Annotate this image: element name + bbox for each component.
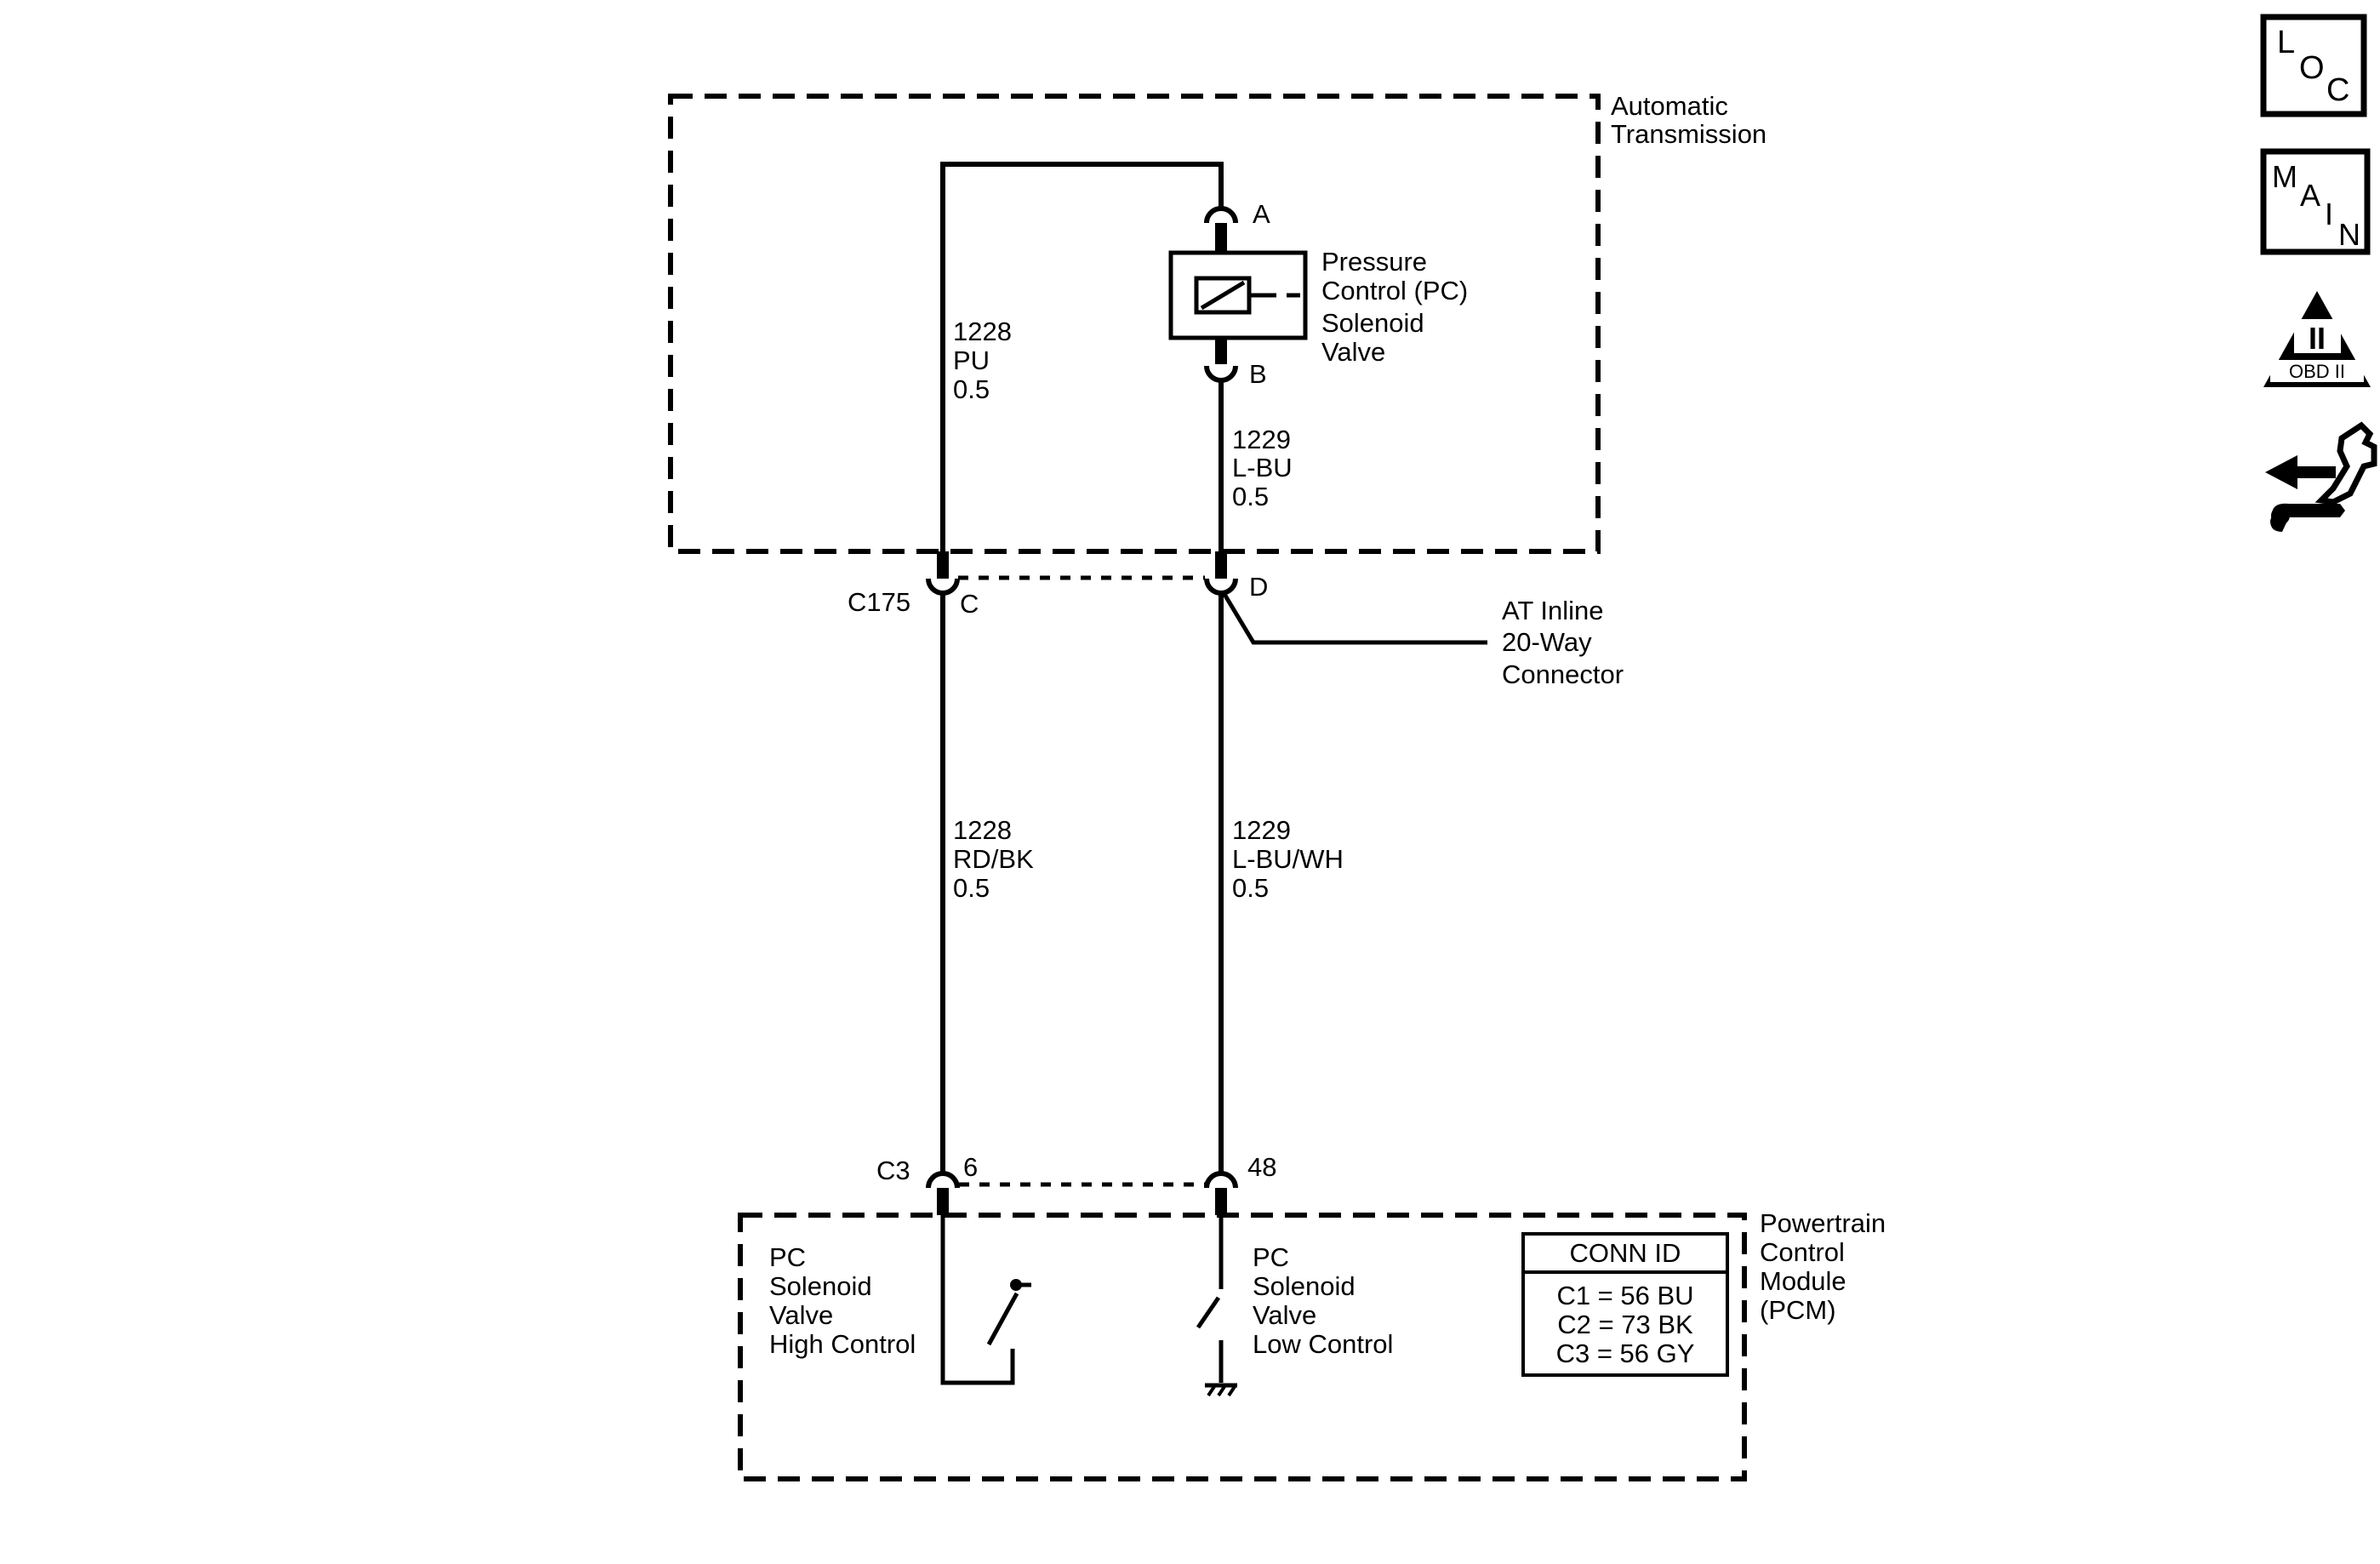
high-control-switch-contact xyxy=(1010,1279,1022,1291)
high-control-switch-arm xyxy=(986,1292,1019,1346)
wrench-arrow-icon xyxy=(2265,421,2377,532)
loc-letter-l: L xyxy=(2277,25,2295,60)
pcm-label-2: Control xyxy=(1760,1237,1845,1267)
wire-1229-bottom-size: 0.5 xyxy=(1232,873,1269,903)
pin-b-cup xyxy=(1204,365,1238,383)
main-icon xyxy=(2260,148,2371,255)
pc-solenoid-label-2: Control (PC) xyxy=(1321,276,1468,305)
wire-1228-top-color: PU xyxy=(953,345,990,375)
pc-solenoid-label-3: Solenoid xyxy=(1321,308,1424,338)
pcm-boundary xyxy=(738,1213,1747,1481)
low-control-label-4: Low Control xyxy=(1253,1329,1393,1359)
pc-solenoid-label-4: Valve xyxy=(1321,337,1385,367)
solenoid-coil-slash xyxy=(1200,280,1246,311)
loc-icon xyxy=(2260,14,2367,117)
pc-solenoid-label-1: Pressure xyxy=(1321,247,1427,277)
obd-numeral-box xyxy=(2294,319,2341,353)
conn-id-c2: C2 = 73 BK xyxy=(1557,1310,1693,1339)
conn-id-c3: C3 = 56 GY xyxy=(1556,1339,1695,1368)
wire-1228-pu xyxy=(940,162,1224,551)
automatic-transmission-label-2: Transmission xyxy=(1611,119,1766,149)
ground-icon xyxy=(1205,1383,1237,1397)
wire-1228-top-size: 0.5 xyxy=(953,374,990,404)
wire-1229-bottom-color: L-BU/WH xyxy=(1232,844,1344,874)
high-control-label-1: PC xyxy=(769,1242,806,1272)
c175-label: C175 xyxy=(848,587,910,617)
loc-nav-button[interactable]: L O C xyxy=(2260,14,2367,117)
c175-pin-c-cup xyxy=(926,578,960,596)
c175-pin-d-cup xyxy=(1204,578,1238,596)
wire-1228-bottom-size: 0.5 xyxy=(953,873,990,903)
pcm-label-3: Module xyxy=(1760,1266,1846,1296)
pcm-label-4: (PCM) xyxy=(1760,1295,1836,1325)
obd-label-box xyxy=(2270,360,2364,382)
pin-b-label: B xyxy=(1249,359,1267,389)
obd-numeral: II xyxy=(2309,321,2326,356)
inline-connector-label-3: Connector xyxy=(1502,659,1624,689)
high-control-label-3: Valve xyxy=(769,1300,833,1330)
automatic-transmission-label: Automatic xyxy=(1611,91,1728,121)
inline-connector-label-1: AT Inline xyxy=(1502,596,1603,625)
wire-1229-top-size: 0.5 xyxy=(1232,482,1269,511)
c3-pin-48-label: 48 xyxy=(1247,1152,1276,1182)
loc-letter-c: C xyxy=(2326,72,2349,108)
main-letter-a: A xyxy=(2300,178,2320,213)
obd-nav-button[interactable]: II OBD II xyxy=(2263,291,2371,387)
c3-pin-6-label: 6 xyxy=(963,1152,978,1182)
wire-1229-top-color: L-BU xyxy=(1232,453,1293,482)
repair-nav-button[interactable] xyxy=(2265,421,2377,532)
automatic-transmission-boundary xyxy=(668,94,1601,554)
low-control-label-2: Solenoid xyxy=(1253,1271,1356,1301)
c175-pin-c-label: C xyxy=(960,589,979,619)
inline-connector-label-2: 20-Way xyxy=(1502,627,1592,657)
main-letter-m: M xyxy=(2272,159,2297,194)
high-control-switch-circuit xyxy=(940,1215,1015,1385)
c3-pin-48-cup xyxy=(1204,1171,1238,1189)
main-nav-button[interactable]: M A I N xyxy=(2260,148,2371,255)
pcm-label-1: Powertrain xyxy=(1760,1208,1886,1238)
main-letter-n: N xyxy=(2338,217,2360,252)
c175-pin-d-label: D xyxy=(1249,572,1268,602)
c3-label: C3 xyxy=(876,1156,910,1185)
low-control-switch-arm xyxy=(1196,1296,1221,1329)
wire-1228-bottom-color: RD/BK xyxy=(953,844,1034,874)
wire-1229-top-circuit: 1229 xyxy=(1232,425,1291,454)
low-control-label-1: PC xyxy=(1253,1242,1289,1272)
conn-id-title: CONN ID xyxy=(1570,1238,1681,1268)
inline-connector-leader xyxy=(1220,590,1487,645)
wire-1228-top-circuit: 1228 xyxy=(953,317,1012,346)
wire-1229-bottom-circuit: 1229 xyxy=(1232,815,1291,845)
wire-1228-bottom-circuit: 1228 xyxy=(953,815,1012,845)
loc-letter-o: O xyxy=(2299,50,2325,86)
pc-solenoid-box xyxy=(1168,250,1308,340)
pin-a-label: A xyxy=(1253,199,1270,229)
conn-id-c1: C1 = 56 BU xyxy=(1556,1281,1693,1310)
conn-id-box xyxy=(1521,1232,1729,1377)
c3-pin-6-cup xyxy=(926,1171,960,1189)
main-letter-i: I xyxy=(2325,197,2333,231)
obd-label: OBD II xyxy=(2289,361,2345,382)
high-control-label-2: Solenoid xyxy=(769,1271,872,1301)
pin-a-cup xyxy=(1204,206,1238,224)
low-control-label-3: Valve xyxy=(1253,1300,1316,1330)
high-control-label-4: High Control xyxy=(769,1329,916,1359)
